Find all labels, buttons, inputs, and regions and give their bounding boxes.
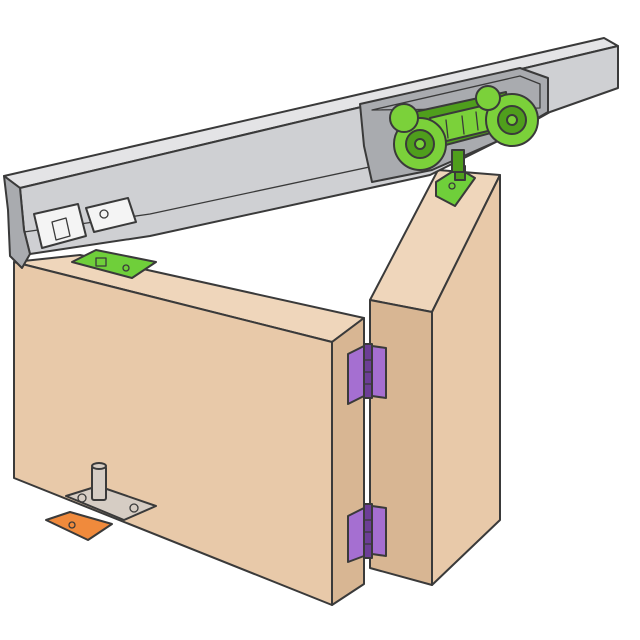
trolley-wheel-top xyxy=(389,85,501,133)
rail-end-stop xyxy=(33,197,137,249)
hinge-lower-leaf-left xyxy=(347,507,365,563)
hinge-lower-leaf-right xyxy=(371,505,387,557)
roller-trolley xyxy=(389,85,539,173)
bottom-pivot-pin xyxy=(91,465,107,501)
hinge-upper-knuckle xyxy=(363,343,373,399)
door-leaf-right xyxy=(369,169,501,586)
hinge-lower xyxy=(347,503,387,563)
bottom-pivot xyxy=(65,462,157,521)
floor-plate-body xyxy=(45,511,113,541)
hinge-upper-leaf-left xyxy=(347,345,365,405)
hinge-upper xyxy=(347,343,387,405)
overhead-rail xyxy=(3,37,619,269)
top-pivot-bracket-left xyxy=(71,249,157,279)
door-right-outer-face xyxy=(431,174,501,586)
bracket-left-screw xyxy=(95,257,107,267)
bracket-left-plate xyxy=(71,249,157,279)
floor-plate xyxy=(45,511,113,541)
hinge-lower-knuckle xyxy=(363,503,373,559)
hinge-upper-leaf-right xyxy=(371,345,387,399)
floor-plate-screw xyxy=(68,521,76,529)
trolley-wheel-right xyxy=(485,93,539,147)
rail-end-face xyxy=(3,175,31,269)
door-leaf-left xyxy=(13,254,365,606)
bracket-right-screw xyxy=(448,182,456,190)
end-stop-body xyxy=(33,203,87,249)
trolley-hanger-bolt xyxy=(451,149,465,173)
